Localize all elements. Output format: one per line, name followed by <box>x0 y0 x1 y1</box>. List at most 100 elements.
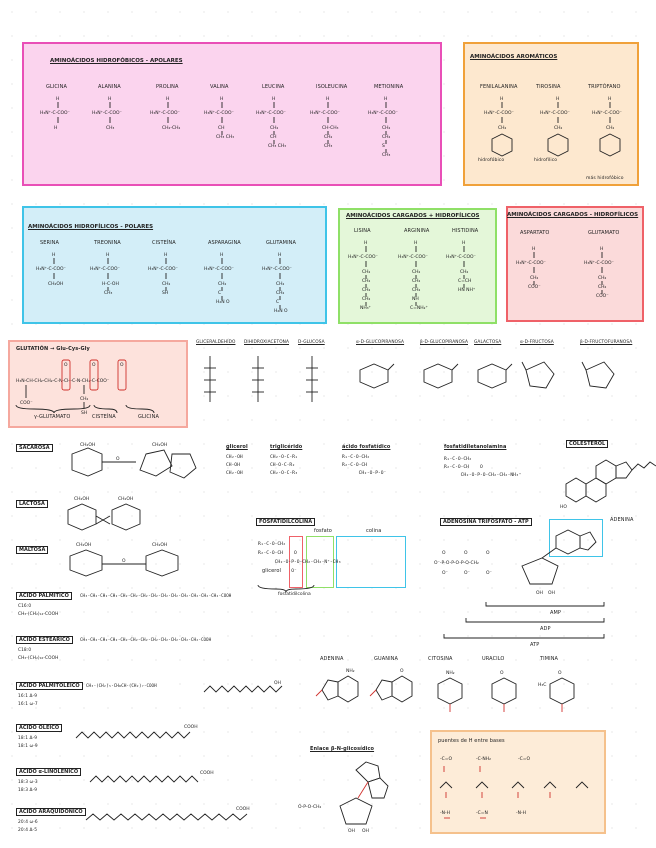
svg-text:H: H <box>500 96 503 102</box>
sugar-structure-3 <box>359 363 395 389</box>
svg-text:H₃N⁺-C-COO⁻: H₃N⁺-C-COO⁻ <box>92 110 123 116</box>
title-glutathione: GLUTATIÓN → Glu-Cys-Gly <box>16 346 90 352</box>
title-negative: AMINOÁCIDOS CARGADOS - HIDROFÍLICOS <box>507 212 639 218</box>
tag-colesterol: COLESTEROL <box>566 440 609 448</box>
palmitoleico-chain: OH <box>203 680 283 693</box>
svg-text:O: O <box>400 668 404 674</box>
svg-text:-C=N: -C=N <box>476 810 488 816</box>
sugar-label-0: GLICERALDEHÍDO <box>196 340 236 345</box>
svg-text:H₃N⁺-C-COO⁻: H₃N⁺-C-COO⁻ <box>592 110 623 116</box>
svg-text:H₃N⁺-C-COO⁻: H₃N⁺-C-COO⁻ <box>256 110 287 116</box>
pc-brace <box>257 584 315 593</box>
svg-text:CH₃: CH₃ <box>104 290 113 296</box>
svg-text:H: H <box>54 125 57 131</box>
svg-text:O: O <box>500 670 504 676</box>
svg-text:HN NH⁺: HN NH⁺ <box>458 287 476 293</box>
svg-text:COOH: COOH <box>200 770 214 776</box>
svg-text:H: H <box>532 246 535 252</box>
svg-text:CH: CH <box>270 134 277 140</box>
sugar-structure-6 <box>521 361 555 389</box>
atp-level-adp: ADP <box>540 626 551 632</box>
base-structure-0: NH₂ <box>315 668 359 703</box>
svg-text:HO: HO <box>560 504 567 510</box>
svg-text:-N-H: -N-H <box>440 810 450 816</box>
svg-text:H-C-OH: H-C-OH <box>102 281 119 287</box>
svg-text:C=CH: C=CH <box>458 278 471 284</box>
svg-text:CH₃: CH₃ <box>106 125 115 131</box>
svg-text:H: H <box>220 252 223 258</box>
svg-text:CH₂-CH₂: CH₂-CH₂ <box>162 125 180 131</box>
svg-text:H: H <box>364 240 367 246</box>
label-nucleotide: Enlace β-N-glicosídico <box>310 746 375 752</box>
fatty-acid-note-4-1: 18:3 Δ-9 <box>18 788 38 793</box>
svg-text:H₃C: H₃C <box>538 682 546 688</box>
svg-text:CH₂: CH₂ <box>324 134 333 140</box>
svg-text:H: H <box>108 96 111 102</box>
svg-text:O-P-O-CH₂: O-P-O-CH₂ <box>298 804 321 810</box>
svg-text:H₃N⁺-C-COO⁻: H₃N⁺-C-COO⁻ <box>348 254 379 260</box>
title-aromatic: AMINOÁCIDOS AROMÁTICOS <box>470 54 558 60</box>
svg-text:O⁻: O⁻ <box>442 570 449 576</box>
title-positive: AMINOÁCIDOS CARGADOS + HIDROFÍLICOS <box>346 213 480 219</box>
sugar-structure-0 <box>204 356 216 402</box>
svg-text:CH₃ CH₃: CH₃ CH₃ <box>268 143 286 149</box>
atp-label-adenine: ADENINA <box>610 517 634 523</box>
svg-text:CH₂OH: CH₂OH <box>118 496 133 502</box>
aromatic-label-0: FENILALANINA <box>480 84 518 90</box>
svg-text:H₂N O: H₂N O <box>274 308 288 314</box>
pc-box-glycerol <box>289 536 303 588</box>
sacarosa-structure: CH₂OH O CH₂OH <box>71 442 197 479</box>
svg-text:CH₂: CH₂ <box>276 281 285 287</box>
aa-structure-1: H H₃N⁺-C-COO⁻ CH₃ <box>92 96 123 131</box>
svg-text:H: H <box>106 252 109 258</box>
svg-text:H: H <box>462 240 465 246</box>
glutathione-label-gly: GLICINA <box>138 414 159 420</box>
fatty-acid-note-4-0: 18:3 ω-3 <box>18 780 38 785</box>
svg-text:C: C <box>218 290 221 296</box>
aromatic-label-2: TRIPTÓFANO <box>588 84 621 90</box>
label-fosfatidico: ácido fosfatídico <box>342 444 391 450</box>
svg-text:CH₂OH: CH₂OH <box>152 442 167 448</box>
svg-text:H: H <box>278 252 281 258</box>
svg-text:O: O <box>64 362 68 368</box>
svg-text:H₃N⁺-C-COO⁻: H₃N⁺-C-COO⁻ <box>540 110 571 116</box>
aa-label-5: ISOLEUCINA <box>316 84 348 90</box>
sugar-structure-5 <box>477 363 513 389</box>
fatty-acid-tag-2: ÁCIDO PALMITOLEICO <box>16 682 83 690</box>
svg-text:COO⁻: COO⁻ <box>20 400 33 406</box>
base-label-1: GUANINA <box>374 656 399 662</box>
svg-text:C=NH₂⁺: C=NH₂⁺ <box>410 305 428 311</box>
svg-text:CH₂: CH₂ <box>598 275 607 281</box>
svg-text:H₃N⁺-C-COO⁻: H₃N⁺-C-COO⁻ <box>516 260 547 266</box>
svg-text:H₃N⁺-C-COO⁻: H₃N⁺-C-COO⁻ <box>90 266 121 272</box>
svg-text:CH₂: CH₂ <box>276 290 285 296</box>
svg-text:SH: SH <box>81 410 87 416</box>
fatty-acid-note-1-1: CH₃-(CH₂)₁₆-COOH <box>18 656 59 661</box>
label-glicerol: glicerol <box>226 444 248 450</box>
svg-text:H₃N⁺-C-COO⁻: H₃N⁺-C-COO⁻ <box>484 110 515 116</box>
pairing-structures: -C=O-C-NH₂-C=O -N-H-C=N-N-H <box>439 756 589 819</box>
svg-text:O: O <box>122 558 126 564</box>
negative-label-1: GLUTAMATO <box>588 230 620 236</box>
fatty-acid-note-0-0: C16:0 <box>18 604 32 609</box>
polar-label-0: SERINA <box>40 240 60 246</box>
svg-text:H₃N⁺-C-COO⁻: H₃N⁺-C-COO⁻ <box>148 266 179 272</box>
svg-text:CH₂: CH₂ <box>362 296 371 302</box>
label-triglicerido: triglicérido <box>270 444 303 450</box>
svg-text:H: H <box>608 96 611 102</box>
fatty-acid-note-1-0: C18:0 <box>18 648 32 653</box>
atp-brackets <box>443 602 605 639</box>
svg-text:O: O <box>486 550 490 556</box>
svg-text:H: H <box>56 96 59 102</box>
svg-text:CH₂: CH₂ <box>362 269 371 275</box>
svg-text:H: H <box>164 252 167 258</box>
svg-text:O⁻-P-O-P-O-P-O-CH₂: O⁻-P-O-P-O-P-O-CH₂ <box>434 560 479 566</box>
svg-text:H: H <box>52 252 55 258</box>
fatty-acid-note-5-1: 20:4 Δ-5 <box>18 828 38 833</box>
